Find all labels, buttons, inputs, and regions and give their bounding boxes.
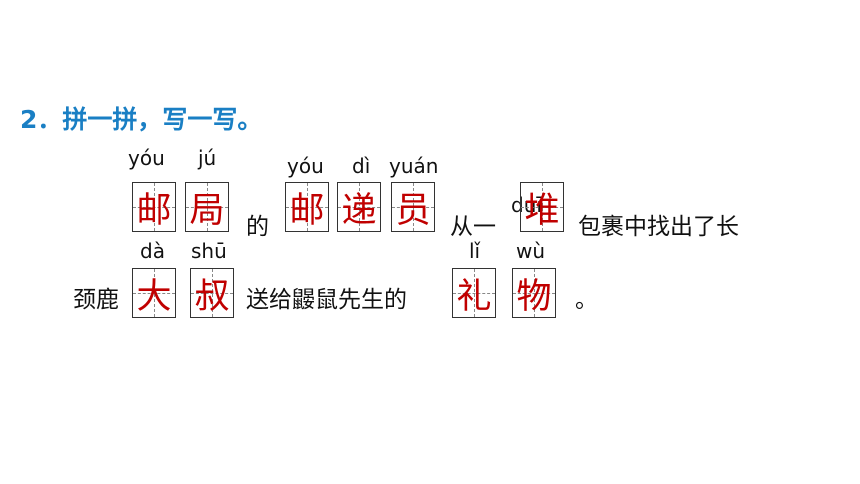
answer-char: 礼 bbox=[456, 276, 492, 317]
text-songgei: 送给鼹鼠先生的 bbox=[246, 287, 407, 313]
char-box-di[interactable]: 递 bbox=[337, 182, 381, 232]
pinyin-da: dà bbox=[140, 239, 165, 263]
text-congyi: 从一 bbox=[450, 214, 496, 240]
char-box-li[interactable]: 礼 bbox=[452, 268, 496, 318]
answer-char: 递 bbox=[341, 190, 377, 231]
pinyin-you-1: yóu bbox=[128, 146, 165, 170]
answer-char: 员 bbox=[395, 190, 431, 231]
pinyin-shu: shū bbox=[191, 239, 227, 263]
answer-char: 大 bbox=[136, 276, 172, 317]
char-box-wu[interactable]: 物 bbox=[512, 268, 556, 318]
answer-char: 局 bbox=[189, 190, 225, 231]
pinyin-wu: wù bbox=[516, 239, 546, 263]
text-de: 的 bbox=[246, 214, 269, 240]
pinyin-you-2: yóu bbox=[287, 154, 324, 178]
pinyin-ju: jú bbox=[198, 146, 217, 170]
char-box-da[interactable]: 大 bbox=[132, 268, 176, 318]
text-jinglu: 颈鹿 bbox=[73, 287, 119, 313]
char-box-dui[interactable]: 堆 bbox=[520, 182, 564, 232]
text-period: 。 bbox=[575, 287, 598, 313]
answer-char: 邮 bbox=[136, 190, 172, 231]
char-box-you-1[interactable]: 邮 bbox=[132, 182, 176, 232]
char-box-you-2[interactable]: 邮 bbox=[285, 182, 329, 232]
char-box-yuan[interactable]: 员 bbox=[391, 182, 435, 232]
text-baoguo: 包裹中找出了长 bbox=[578, 214, 739, 240]
char-box-shu[interactable]: 叔 bbox=[190, 268, 234, 318]
pinyin-di: dì bbox=[352, 154, 371, 178]
pinyin-li: lǐ bbox=[469, 239, 481, 263]
char-box-ju[interactable]: 局 bbox=[185, 182, 229, 232]
pinyin-yuan: yuán bbox=[389, 154, 439, 178]
answer-char: 邮 bbox=[289, 190, 325, 231]
pinyin-dui: duī bbox=[511, 193, 542, 217]
exercise-title: 2．拼一拼，写一写。 bbox=[20, 105, 263, 134]
answer-char: 物 bbox=[516, 276, 552, 317]
answer-char: 堆 bbox=[524, 190, 560, 231]
answer-char: 叔 bbox=[194, 276, 230, 317]
